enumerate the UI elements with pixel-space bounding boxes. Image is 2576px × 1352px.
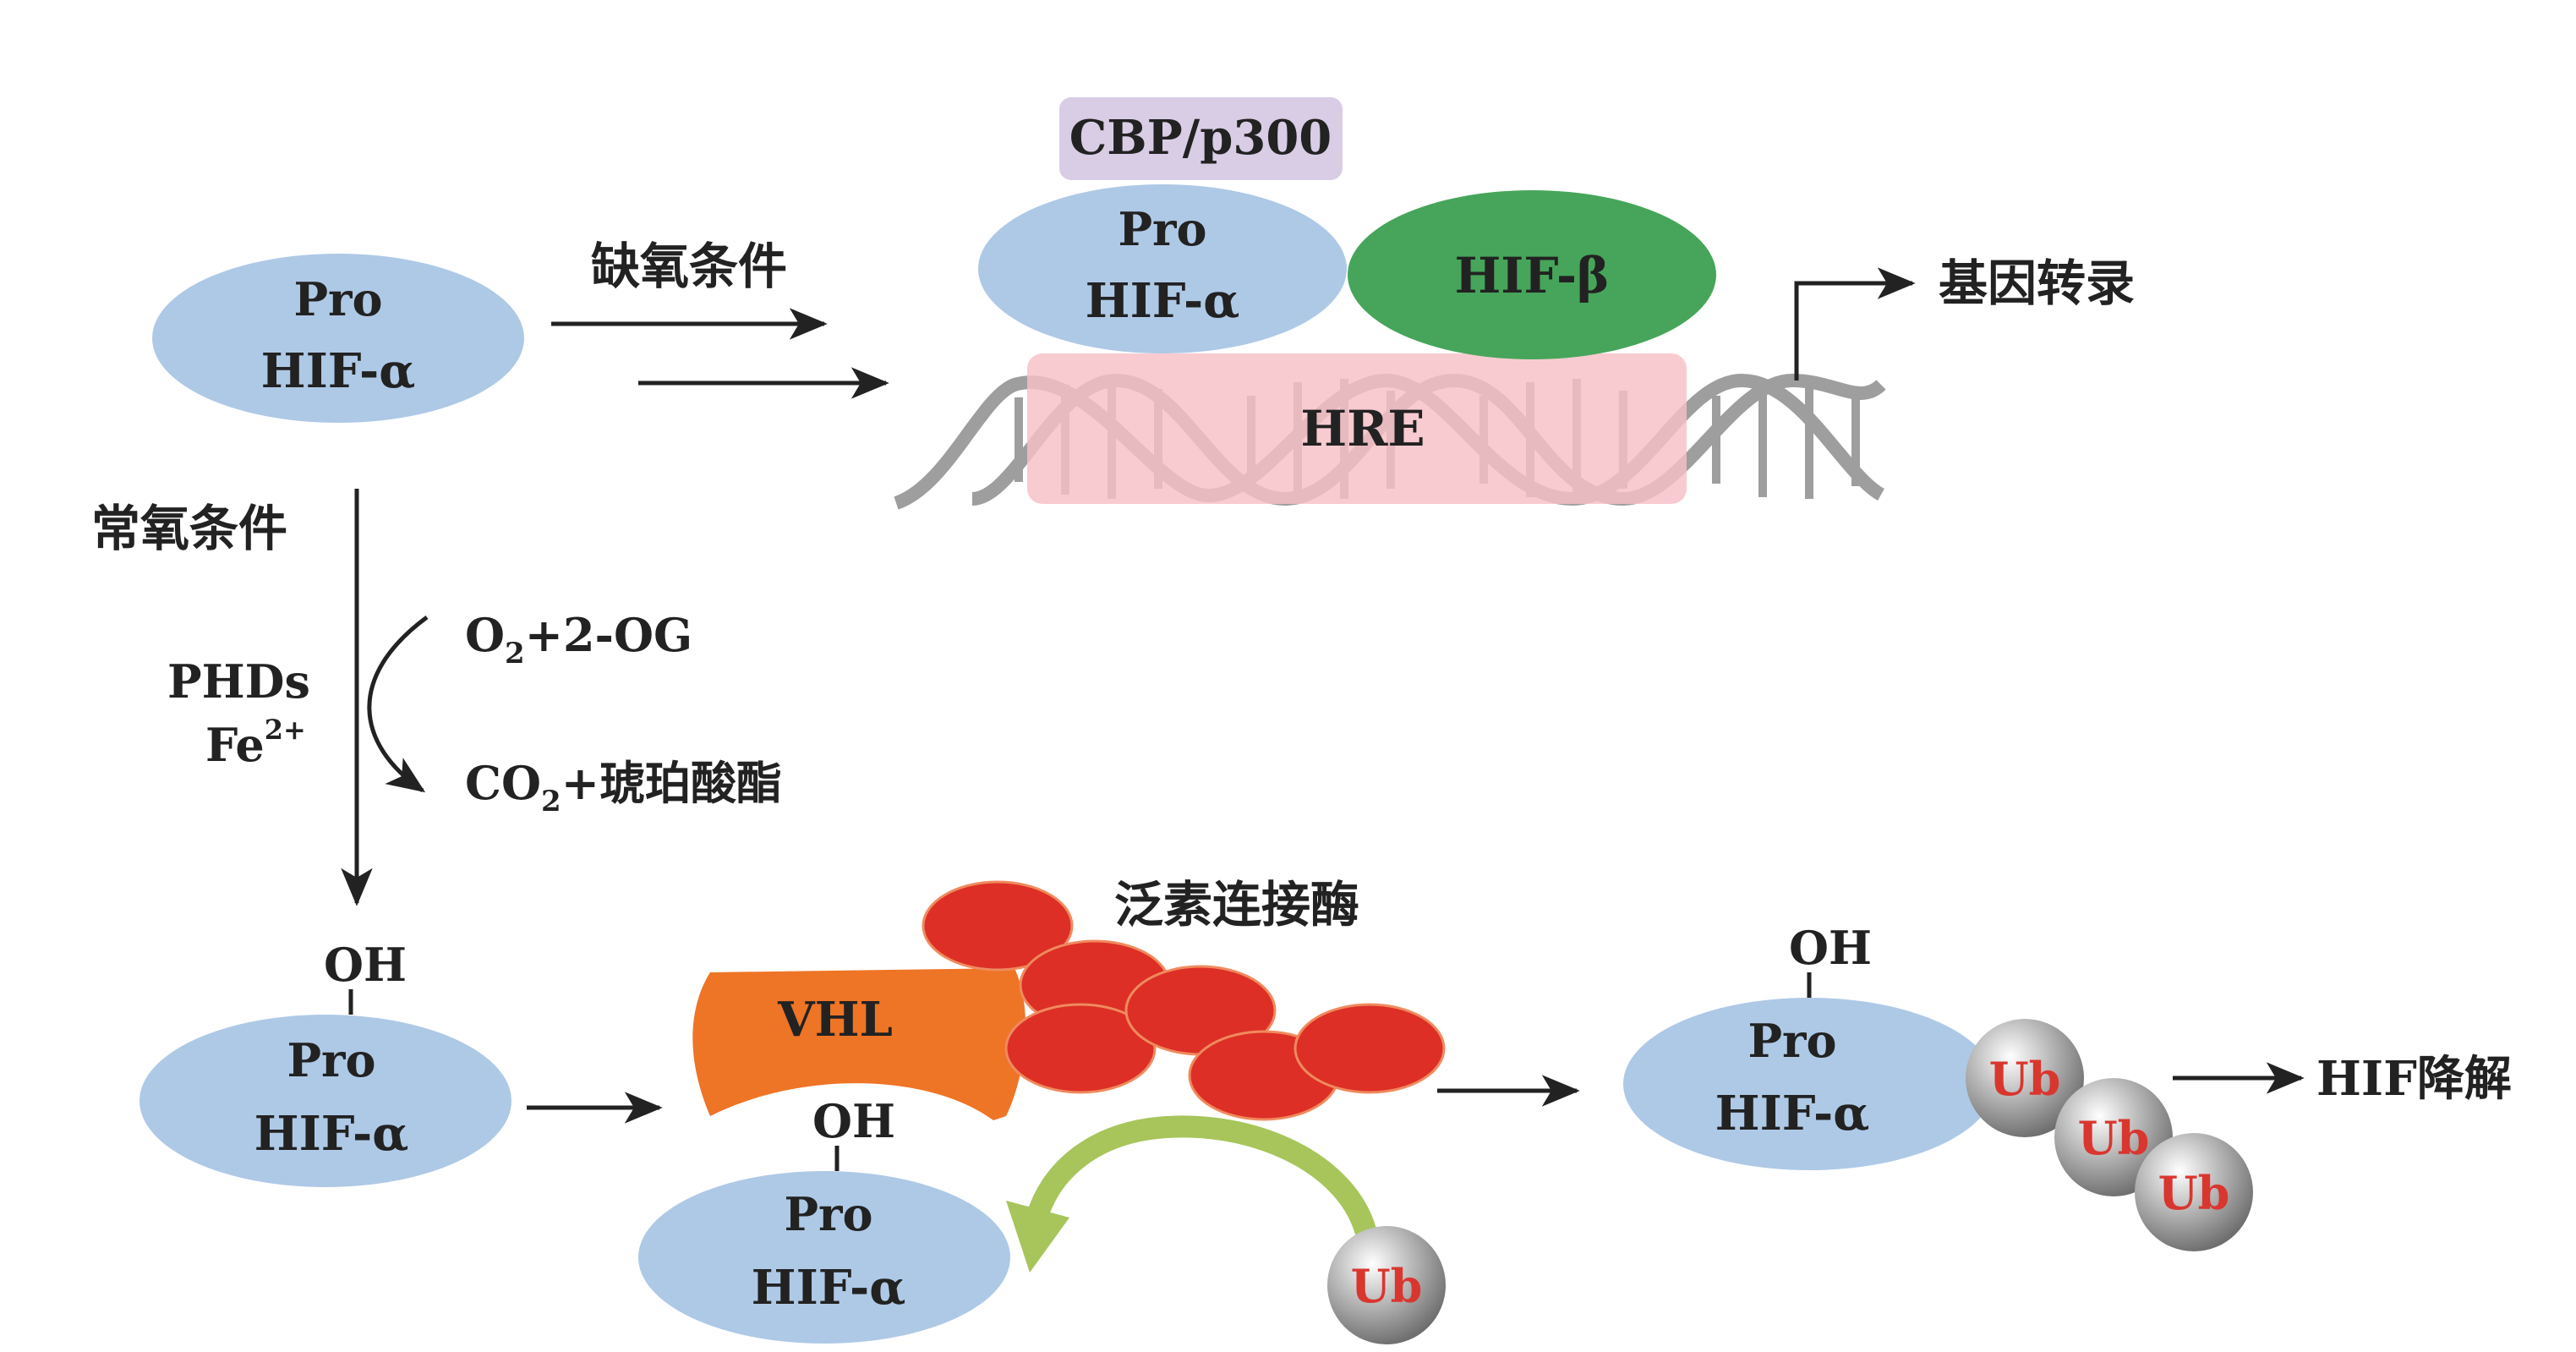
ubiquitinated-hif-alpha: OH Pro HIF-α bbox=[1623, 921, 1995, 1170]
hif-degradation-label: HIF降解 bbox=[2316, 1051, 2512, 1107]
hif-alpha-ellipse bbox=[978, 184, 1347, 353]
oh-label: OH bbox=[1789, 921, 1872, 975]
ubiquitin-transfer-arrow bbox=[1006, 1115, 1376, 1273]
ub-ball bbox=[1327, 1226, 1446, 1344]
pro-hif-alpha-initial: Pro HIF-α bbox=[152, 254, 524, 423]
transcription-arrow bbox=[1794, 267, 1916, 380]
hif-beta-label: HIF-β bbox=[1454, 247, 1609, 304]
vhl-label: VHL bbox=[777, 992, 893, 1048]
vhl-shape bbox=[692, 968, 1026, 1120]
hypoxia-condition-label: 缺氧条件 bbox=[591, 238, 787, 295]
hif-beta-ellipse bbox=[1348, 190, 1716, 359]
ub-label: Ub bbox=[2078, 1111, 2150, 1165]
ub-ball bbox=[1966, 1019, 2084, 1137]
vhl-complex: VHL bbox=[692, 968, 1026, 1120]
ubiquitin-ligase-cluster bbox=[922, 880, 1446, 1121]
cbp-p300-complex: CBP/p300 bbox=[1059, 97, 1343, 180]
normoxia-condition-label: 常氧条件 bbox=[91, 500, 287, 557]
phds-label: PHDs bbox=[167, 654, 310, 709]
pro-label: Pro bbox=[784, 1187, 872, 1241]
oh-label: OH bbox=[812, 1094, 895, 1148]
hre-region: HRE bbox=[1027, 353, 1687, 504]
cbp-p300-label: CBP/p300 bbox=[1069, 110, 1332, 166]
hif-alpha-bound-vhl: OH Pro HIF-α bbox=[638, 1094, 1010, 1344]
hydroxylated-hif-alpha: OH Pro HIF-α bbox=[139, 938, 511, 1187]
green-arrow-head bbox=[1006, 1201, 1069, 1273]
ub-ball bbox=[2135, 1133, 2253, 1251]
hif-alpha-label: HIF-α bbox=[1086, 273, 1240, 329]
gene-transcription-label: 基因转录 bbox=[1939, 255, 2135, 312]
green-arrow-shaft bbox=[1027, 1115, 1376, 1241]
co2-succinate-label: CO2+琥珀酸酯 bbox=[465, 756, 782, 818]
pro-hif-alpha-bound: Pro HIF-α bbox=[978, 184, 1347, 353]
pro-label: Pro bbox=[1118, 202, 1206, 256]
o2-og-label: O2+2-OG bbox=[465, 608, 692, 671]
ub-label: Ub bbox=[1351, 1259, 1423, 1313]
oxygen-consumption-arrow bbox=[367, 615, 429, 793]
hif-alpha-ellipse bbox=[152, 254, 524, 423]
hre-label: HRE bbox=[1300, 400, 1425, 457]
ub-label: Ub bbox=[1989, 1052, 2061, 1106]
ligase-unit bbox=[922, 880, 1074, 972]
ligase-unit bbox=[1293, 1003, 1446, 1094]
fe-label: Fe2+ bbox=[205, 714, 306, 772]
ubiquitin-free: Ub bbox=[1327, 1226, 1446, 1344]
ubiquitin-ligase-label: 泛素连接酶 bbox=[1114, 876, 1359, 933]
hif-alpha-ellipse bbox=[1623, 998, 1995, 1170]
ub-label: Ub bbox=[2158, 1166, 2230, 1220]
hif-beta-subunit: HIF-β bbox=[1348, 190, 1716, 359]
hif-alpha-label: HIF-α bbox=[752, 1260, 906, 1316]
hif-alpha-label: HIF-α bbox=[1715, 1086, 1870, 1141]
hif-alpha-label: HIF-α bbox=[254, 1106, 409, 1162]
pro-label: Pro bbox=[293, 272, 382, 326]
hre-box bbox=[1027, 353, 1687, 504]
ligase-unit bbox=[1004, 1003, 1157, 1094]
oh-label: OH bbox=[324, 938, 407, 992]
hif-alpha-ellipse bbox=[638, 1171, 1010, 1344]
cbp-p300-box bbox=[1059, 97, 1343, 180]
hif-alpha-ellipse bbox=[139, 1015, 511, 1187]
ubiquitin-chain: Ub Ub Ub bbox=[1966, 1019, 2253, 1251]
pro-label: Pro bbox=[287, 1033, 375, 1087]
hif-alpha-label: HIF-α bbox=[261, 343, 416, 399]
pro-label: Pro bbox=[1747, 1014, 1836, 1068]
